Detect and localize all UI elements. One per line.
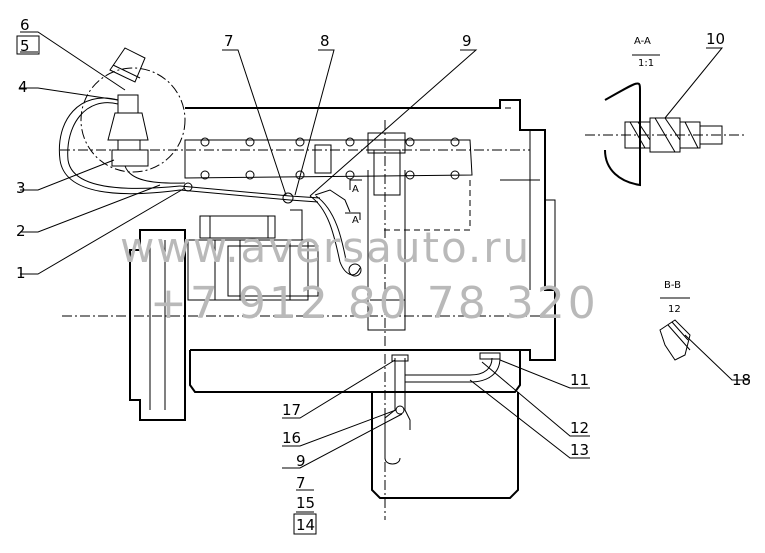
callout-4: 4 [18,78,28,96]
fuel-filter-assembly [58,47,186,195]
oil-tube [384,352,501,465]
section-mark-a-bottom: A [352,215,359,226]
leader-lines [16,31,750,535]
callout-8: 8 [320,32,330,50]
watermark: www.aversauto.ru +7 912 80 78 320 [120,223,599,329]
watermark-site: www.aversauto.ru [120,223,531,272]
section-b-b [659,297,691,361]
callout-7: 7 [224,32,234,50]
callout-5: 5 [20,37,30,55]
callout-7-lower: 7 [296,474,306,492]
callout-9-lower: 9 [296,452,306,470]
section-captions: A-A 1:1 B-B 12 A A [352,36,681,315]
callout-18: 18 [732,371,751,389]
callout-1: 1 [16,264,26,282]
callout-16: 16 [282,429,301,447]
callout-13: 13 [570,441,589,459]
callout-14: 14 [296,516,315,534]
callout-11: 11 [570,371,589,389]
callout-10: 10 [706,30,725,48]
section-aa-scale: 1:1 [638,58,654,69]
callout-15: 15 [296,494,315,512]
watermark-phone: +7 912 80 78 320 [150,278,599,329]
callout-12: 12 [570,419,589,437]
callout-9: 9 [462,32,472,50]
callout-6: 6 [20,16,30,34]
fuel-lines [179,179,362,277]
callout-2: 2 [16,222,26,240]
callout-3: 3 [16,179,26,197]
section-bb-title: B-B [664,280,681,291]
cover-bolts [200,132,460,196]
callout-17: 17 [282,401,301,419]
section-bb-scale: 12 [668,304,681,315]
section-aa-title: A-A [634,36,651,47]
section-mark-a-top: A [352,184,359,195]
section-a-a [585,54,745,187]
starter-motor [187,215,319,301]
callout-labels: 1 2 3 4 5 6 7 8 9 10 11 12 13 16 9 7 15 … [16,16,751,534]
